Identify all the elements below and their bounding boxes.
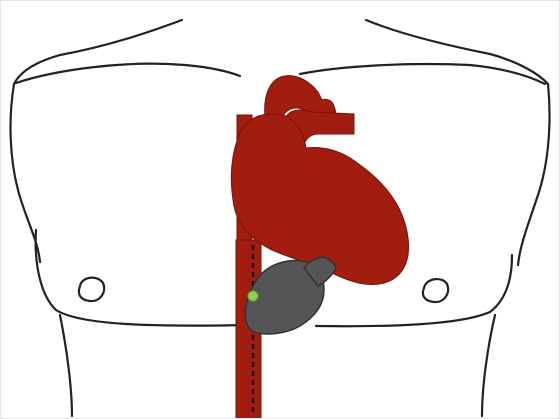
left-pectoral — [36, 230, 250, 326]
left-waist — [60, 315, 72, 416]
left-shoulder-line — [14, 20, 182, 84]
marker-dot-icon — [248, 291, 258, 301]
right-nipple — [423, 279, 448, 302]
left-collarbone — [16, 64, 240, 83]
right-collarbone — [300, 64, 545, 84]
right-torso-side — [518, 84, 550, 265]
right-waist — [482, 315, 495, 416]
left-nipple — [79, 278, 104, 301]
